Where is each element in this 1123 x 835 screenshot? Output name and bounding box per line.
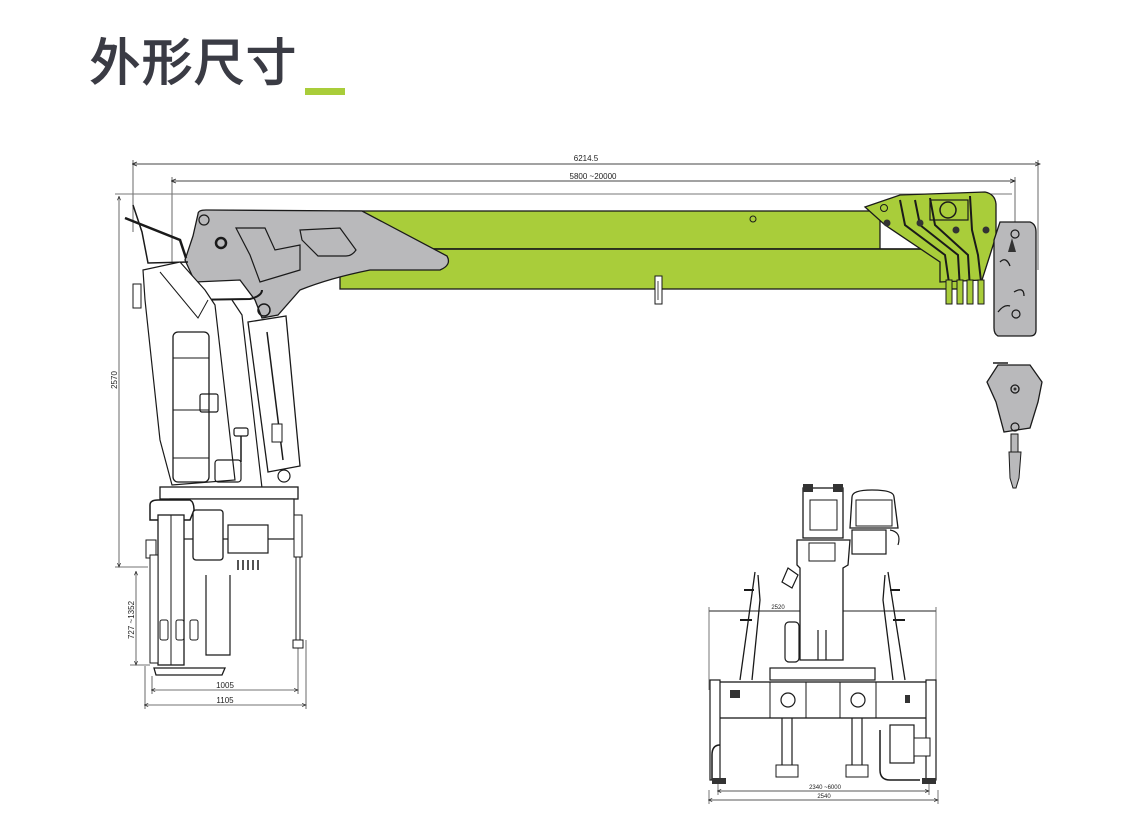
boom-tip-block bbox=[993, 221, 1037, 337]
dim-height-label: 2570 bbox=[110, 371, 119, 389]
dim-boom-reach-label: 5800 ~20000 bbox=[570, 172, 617, 181]
dim-base-inner-label: 1005 bbox=[216, 681, 234, 690]
rear-base-beam bbox=[715, 667, 929, 719]
dim-outrigger-height-label: 727 ~1352 bbox=[127, 600, 136, 639]
dim-top-width-label: 2520 bbox=[771, 605, 785, 611]
dimension-overall-width: 2540 bbox=[709, 790, 938, 804]
boom-head bbox=[863, 191, 997, 305]
dim-outrigger-span-label: 2340 ~6000 bbox=[809, 785, 842, 791]
dimension-height: 2570 bbox=[110, 197, 148, 567]
dim-overall-length-label: 6214.5 bbox=[574, 154, 599, 163]
dimension-outrigger-height: 727 ~1352 bbox=[127, 572, 150, 665]
side-view: 6214.5 5800 ~20000 2570 727 ~1352 bbox=[110, 154, 1043, 709]
hook-block bbox=[986, 362, 1043, 489]
rear-view: 2520 2340 ~6000 2540 bbox=[709, 484, 938, 804]
dimension-base-width: 1005 1105 bbox=[145, 640, 306, 709]
rear-outriggers bbox=[709, 679, 937, 784]
crane-column bbox=[142, 261, 263, 491]
base-boom-section bbox=[184, 209, 450, 319]
title-accent-bar bbox=[305, 88, 345, 95]
rear-rails bbox=[739, 571, 906, 681]
dim-overall-width-label: 2540 bbox=[817, 794, 831, 800]
rear-column bbox=[781, 484, 851, 663]
crane-base bbox=[145, 486, 304, 676]
rear-seat bbox=[849, 489, 900, 555]
page-title: 外形尺寸 bbox=[90, 34, 298, 92]
lift-cylinder bbox=[247, 315, 301, 483]
operator-seat bbox=[124, 204, 263, 309]
dimension-outrigger-span: 2340 ~6000 bbox=[718, 780, 929, 795]
dim-base-outer-label: 1105 bbox=[216, 696, 234, 705]
